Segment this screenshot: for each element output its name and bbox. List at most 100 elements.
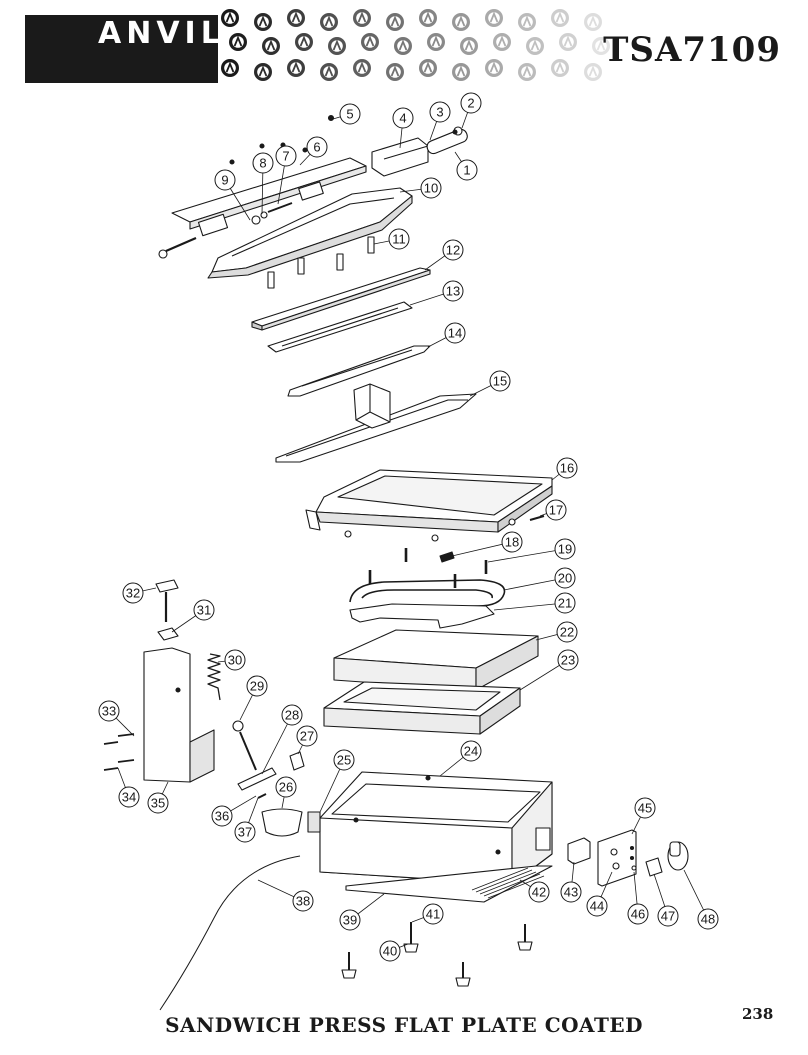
pattern-anvil-icon	[294, 32, 314, 52]
callout-label: 13	[446, 284, 460, 299]
callout-circle	[554, 538, 576, 560]
callout-circle	[556, 457, 578, 479]
pattern-anvil-icon	[286, 58, 306, 78]
pattern-anvil-icon	[517, 12, 537, 32]
callout-label: 33	[102, 704, 116, 719]
callout-circle	[122, 582, 144, 604]
callout-label: 44	[590, 899, 604, 914]
callout-circle	[98, 700, 120, 722]
part-drawings	[103, 114, 689, 1011]
part-29-eye-bolt	[232, 720, 244, 732]
callout-circle	[246, 675, 268, 697]
callout-circle	[339, 103, 361, 125]
callout-label: 32	[126, 586, 140, 601]
callout-circle	[392, 107, 414, 129]
part-14-element	[287, 345, 431, 397]
pattern-anvil-icon	[525, 36, 545, 56]
callout-label: 11	[392, 232, 406, 247]
callout-circle	[501, 531, 523, 553]
callout-circle	[234, 821, 256, 843]
brand-logo-box	[25, 15, 218, 83]
callout-leader-line	[261, 714, 293, 775]
callout-label: 26	[279, 780, 293, 795]
callout-label: 46	[631, 907, 645, 922]
callout-circle	[118, 786, 140, 808]
part-4-hinge-bracket	[371, 137, 429, 177]
pattern-anvil-icon	[393, 36, 413, 56]
callout-label: 34	[122, 790, 136, 805]
callout-label: 22	[560, 625, 574, 640]
callout-label: 35	[151, 796, 165, 811]
callout-label: 41	[426, 907, 440, 922]
part-18-clip	[439, 551, 455, 563]
callout-label: 25	[337, 753, 351, 768]
part-27-lock	[289, 751, 305, 771]
part-32-knob-bolt	[155, 579, 179, 593]
part-9-screw	[158, 249, 168, 259]
pattern-anvil-icon	[228, 32, 248, 52]
pattern-anvil-icon	[459, 36, 479, 56]
pattern-anvil-icon	[517, 62, 537, 82]
callout-label: 3	[436, 105, 443, 120]
callout-label: 4	[399, 111, 406, 126]
callout-label: 5	[346, 107, 353, 122]
part-15-upper-plate	[275, 393, 477, 463]
callout-circle	[554, 592, 576, 614]
callout-circle	[444, 322, 466, 344]
pattern-anvil-icon	[418, 8, 438, 28]
callout-label: 42	[532, 885, 546, 900]
callout-circle	[545, 499, 567, 521]
callout-label: 2	[467, 96, 474, 111]
callout-circle	[586, 895, 608, 917]
callout-label: 38	[296, 894, 310, 909]
pattern-anvil-icon	[327, 36, 347, 56]
pattern-anvil-icon	[352, 58, 372, 78]
callout-circle	[281, 704, 303, 726]
pattern-anvil-icon	[550, 8, 570, 28]
callout-circle	[339, 909, 361, 931]
pattern-anvil-icon	[253, 12, 273, 32]
pattern-anvil-icon	[418, 58, 438, 78]
callout-circle	[193, 599, 215, 621]
callout-circle	[634, 797, 656, 819]
callout-label: 16	[560, 461, 574, 476]
callout-circle	[224, 649, 246, 671]
callout-label: 28	[285, 708, 299, 723]
pattern-anvil-icon	[426, 32, 446, 52]
callout-circle	[420, 177, 442, 199]
callout-label: 20	[558, 571, 572, 586]
callout-circle	[422, 903, 444, 925]
part-43-switch	[567, 837, 591, 865]
pattern-anvil-icon	[583, 12, 603, 32]
callout-label: 14	[448, 326, 462, 341]
callout-circle	[147, 792, 169, 814]
callout-label: 19	[558, 542, 572, 557]
part-20-heating-element	[349, 579, 506, 609]
part-11-standoffs	[267, 236, 375, 289]
callout-label: 23	[561, 653, 575, 668]
pattern-anvil-icon	[286, 8, 306, 28]
callout-circle	[388, 228, 410, 250]
part-26-cup	[261, 808, 303, 837]
callout-label: 15	[493, 374, 507, 389]
pattern-anvil-icon	[484, 8, 504, 28]
pattern-anvil-icon	[451, 12, 471, 32]
callout-label: 6	[313, 140, 320, 155]
model-number: TSA7109	[603, 30, 781, 70]
pattern-anvil-icon	[352, 8, 372, 28]
callout-circle	[554, 567, 576, 589]
callout-label: 30	[228, 653, 242, 668]
callout-label: 27	[300, 729, 314, 744]
pattern-anvil-icon	[492, 32, 512, 52]
part-44-control-plate	[597, 829, 637, 887]
part-12-plate	[251, 267, 431, 327]
callout-circle	[556, 621, 578, 643]
callout-circle	[460, 740, 482, 762]
callout-label: 17	[549, 503, 563, 518]
callout-label: 10	[424, 181, 438, 196]
page-number: 238	[742, 1005, 774, 1023]
logo-pattern	[220, 8, 611, 82]
callout-circle	[657, 905, 679, 927]
callout-circle	[489, 370, 511, 392]
